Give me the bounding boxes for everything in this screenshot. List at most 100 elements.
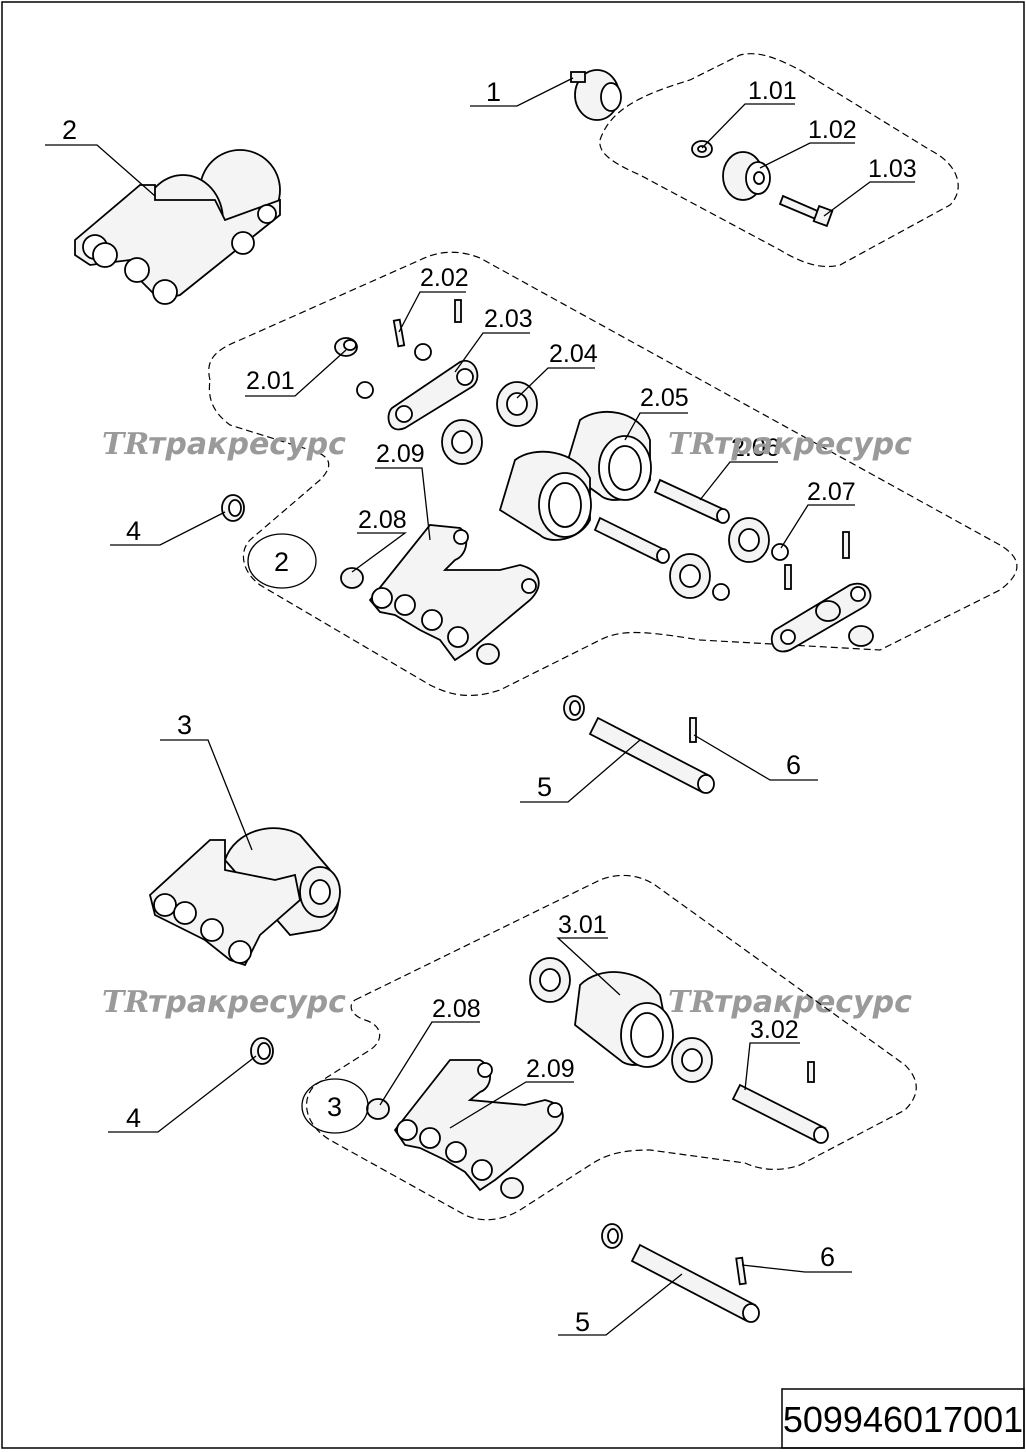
leader-3-01 [556, 937, 621, 996]
leader-2 [45, 144, 156, 197]
callout-3: 3 [177, 710, 192, 740]
group-3-label-circle [301, 1078, 369, 1134]
callout-4-upper: 4 [126, 516, 141, 546]
leader-5-lower [558, 1273, 683, 1336]
callout-2-03: 2.03 [484, 305, 533, 333]
callout-group-2: 2 [274, 547, 289, 577]
leader-5-upper [520, 739, 641, 803]
svg-text:тракресурс: тракресурс [148, 985, 346, 1020]
part-4-washer-lower [250, 1037, 274, 1065]
callout-2-07: 2.07 [807, 478, 856, 506]
callout-2-09-lower: 2.09 [526, 1055, 575, 1083]
part-2-08-bushings-lower [366, 1098, 524, 1199]
part-1-01-nut [691, 140, 713, 158]
callout-2-08: 2.08 [358, 506, 407, 534]
part-1-02-roller [722, 151, 771, 201]
part-3-01-roller [529, 957, 713, 1083]
part-2-02-pins [356, 299, 462, 399]
group-2-outline [208, 251, 1018, 696]
leader-4-upper [110, 511, 226, 546]
leader-2-03 [454, 332, 530, 373]
leader-4-lower [108, 1055, 257, 1133]
callout-1-01: 1.01 [748, 77, 797, 105]
svg-text:тракресурс: тракресурс [148, 427, 346, 462]
svg-text:TR: TR [102, 427, 149, 462]
part-2-09-frame-lower [393, 1059, 564, 1192]
part-2-06-bearings [669, 517, 789, 601]
group-1-outline [599, 53, 959, 268]
callout-1: 1 [486, 77, 501, 107]
leader-2-09 [375, 467, 431, 541]
svg-text:тракресурс: тракресурс [714, 427, 912, 462]
part-2-06-axles [593, 478, 730, 564]
watermark-2: TR тракресурс [668, 427, 912, 462]
watermark-1: TR тракресурс [102, 427, 346, 462]
svg-text:тракресурс: тракресурс [714, 985, 912, 1020]
part-3-assembly [148, 827, 341, 967]
leader-1-02 [759, 142, 855, 169]
callout-5-upper: 5 [537, 772, 552, 802]
callout-6-lower: 6 [820, 1242, 835, 1272]
callout-group-3: 3 [327, 1092, 342, 1122]
callout-2-01: 2.01 [246, 367, 295, 395]
leader-2-01 [245, 349, 347, 397]
part-2-09-frame [368, 524, 540, 662]
part-2-04-bearings [441, 381, 538, 465]
callout-3-02: 3.02 [750, 1016, 799, 1044]
leader-2-02 [398, 291, 466, 333]
leader-6-upper [693, 734, 818, 781]
svg-text:TR: TR [668, 427, 715, 462]
document-number: 509946017001 [783, 1399, 1023, 1440]
callout-2-06: 2.06 [731, 434, 780, 462]
leader-2-04 [516, 367, 595, 399]
callout-5-lower: 5 [575, 1307, 590, 1337]
leader-2-05 [624, 412, 688, 441]
part-2-08-bushings [340, 567, 500, 665]
leader-2-09-lower [449, 1081, 574, 1129]
leader-3 [160, 739, 253, 851]
callout-1-03: 1.03 [868, 155, 917, 183]
leader-2-07 [780, 504, 855, 549]
svg-text:TR: TR [668, 985, 715, 1020]
leader-1 [470, 77, 574, 107]
part-5-pin-lower [601, 1223, 760, 1323]
part-3-02-axle [731, 1061, 829, 1144]
callout-2-02: 2.02 [420, 264, 469, 292]
part-1-roller-assembly [570, 69, 622, 121]
part-6-cotter-upper [689, 717, 697, 743]
leader-2-08-lower [379, 1021, 480, 1106]
group-2-label-circle [247, 533, 317, 589]
part-2-assembly [74, 149, 281, 305]
leader-1-03 [823, 181, 915, 217]
document-number-box [781, 1388, 1025, 1449]
callout-2-09: 2.09 [376, 440, 425, 468]
callout-2-05: 2.05 [640, 384, 689, 412]
leader-2-06 [699, 461, 778, 501]
leader-1-01 [701, 103, 795, 149]
part-2-07-pins-plate [770, 531, 874, 653]
callout-2-08-lower: 2.08 [432, 995, 481, 1023]
callout-4-lower: 4 [126, 1103, 141, 1133]
leader-2-08 [351, 532, 407, 573]
callout-1-02: 1.02 [808, 116, 857, 144]
leader-6-lower [741, 1264, 852, 1273]
part-5-pin-upper [563, 695, 715, 794]
part-2-01-bushing [334, 337, 358, 357]
callout-6-upper: 6 [786, 750, 801, 780]
part-4-washer-upper [221, 494, 245, 522]
group-3-outline [306, 874, 917, 1221]
svg-text:TR: TR [102, 985, 149, 1020]
watermark-4: TR тракресурс [668, 985, 912, 1020]
part-2-05-rollers [498, 411, 652, 541]
watermark-3: TR тракресурс [102, 985, 346, 1020]
part-1-03-bolt [778, 194, 834, 228]
callout-2-04: 2.04 [549, 340, 598, 368]
leader-3-02 [744, 1042, 800, 1091]
part-6-cotter-lower [735, 1256, 747, 1286]
callout-2: 2 [62, 115, 77, 145]
callout-3-01: 3.01 [558, 911, 607, 939]
part-2-03-link-plate [387, 359, 479, 431]
